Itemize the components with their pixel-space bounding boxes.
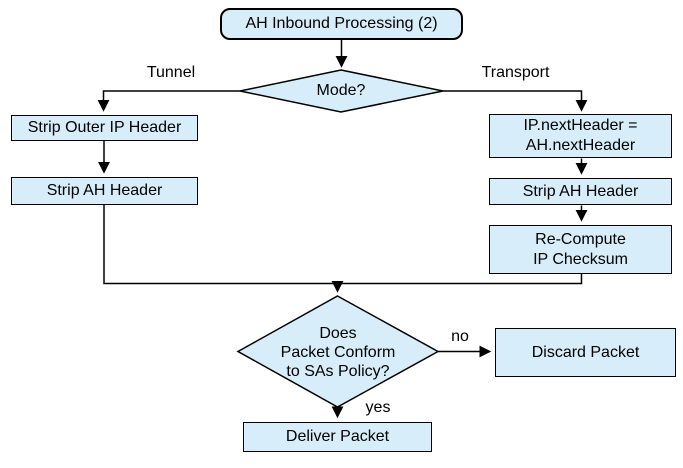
- node-strip-ah-header-transport: Strip AH Header: [489, 178, 672, 205]
- node-recompute-ip-checksum: Re-Compute IP Checksum: [489, 225, 672, 274]
- node-strip-ah-header-tunnel: Strip AH Header: [11, 177, 198, 205]
- node-strip-outer-ip-header: Strip Outer IP Header: [11, 115, 198, 141]
- edge-label-tunnel: Tunnel: [146, 64, 196, 81]
- edge-label-transport: Transport: [481, 64, 550, 81]
- mode-decision-label: Mode?: [316, 82, 366, 99]
- edge-tunnel-merge: [103, 205, 338, 285]
- node-discard-packet: Discard Packet: [495, 328, 676, 377]
- edge-mode-transport: [443, 90, 588, 112]
- edge-label-yes: yes: [365, 399, 391, 416]
- node-deliver-packet: Deliver Packet: [243, 422, 432, 452]
- edge-mode-tunnel: [97, 90, 240, 112]
- edge-transport-merge: [337, 274, 583, 285]
- node-start: AH Inbound Processing (2): [220, 8, 463, 40]
- node-ip-next-header: IP.nextHeader = AH.nextHeader: [489, 114, 672, 158]
- edge-label-no: no: [451, 328, 469, 345]
- policy-decision-label: Does Packet Conform to SAs Policy?: [280, 324, 396, 380]
